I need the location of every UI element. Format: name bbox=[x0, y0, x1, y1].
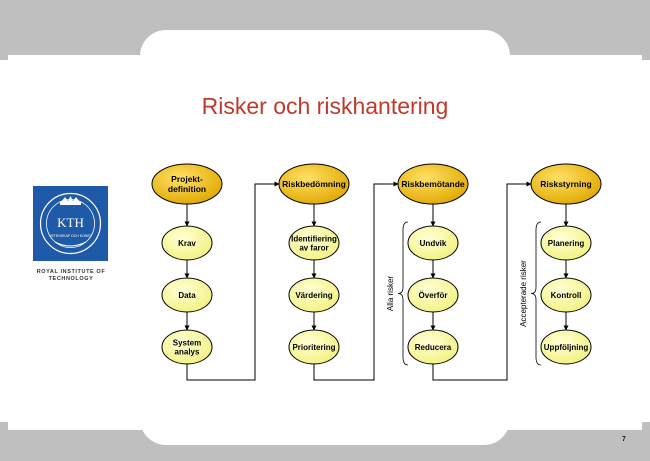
stage-header-node bbox=[151, 163, 223, 205]
group-brace bbox=[530, 221, 542, 366]
stage-item-node bbox=[540, 225, 592, 261]
stage-header-label: Riskbedömning bbox=[282, 179, 346, 189]
stage-item-label: Prioritering bbox=[292, 343, 335, 352]
stage-item-label: Identifiering bbox=[291, 235, 337, 244]
stage-item-label: Planering bbox=[548, 239, 585, 248]
stage-item-node bbox=[407, 225, 459, 261]
page-number: 7 bbox=[622, 436, 626, 443]
stage-item-label: Reducera bbox=[415, 343, 452, 352]
group-brace bbox=[397, 221, 409, 366]
stage-item-label: Uppföljning bbox=[544, 343, 589, 352]
stage-item-label: analys bbox=[175, 348, 200, 357]
stage-item-node bbox=[288, 225, 340, 261]
stage-header-label: definition bbox=[168, 184, 206, 194]
stage-item-label: Undvik bbox=[420, 239, 447, 248]
stage-connector bbox=[313, 181, 399, 381]
logo-seal-text: VETENSKAP OCH KONST bbox=[49, 234, 93, 238]
stage-item-label: Värdering bbox=[295, 291, 332, 300]
stage-item-label: av faror bbox=[299, 244, 328, 253]
group-label: Alla risker bbox=[386, 276, 395, 311]
stage-item-label: System bbox=[173, 339, 201, 348]
stage-header-label: Riskstyrning bbox=[540, 179, 592, 189]
slide-title: Risker och riskhantering bbox=[201, 93, 449, 119]
stage-item-label: Kontroll bbox=[551, 291, 582, 300]
stage-connector bbox=[186, 181, 280, 381]
stage-item-label: Överför bbox=[419, 291, 448, 300]
stage-item-node bbox=[407, 277, 459, 313]
stage-item-node bbox=[540, 277, 592, 313]
stage-header-label: Riskbemötande bbox=[401, 179, 465, 189]
stage-item-label: Data bbox=[178, 291, 196, 300]
kth-logo: KTH VETENSKAP OCH KONST bbox=[33, 186, 108, 261]
stage-item-node bbox=[540, 329, 592, 365]
stage-item-node bbox=[161, 277, 213, 313]
stage-item-node bbox=[161, 225, 213, 261]
stage-connector bbox=[432, 181, 532, 381]
stage-header-label: Projekt- bbox=[171, 174, 203, 184]
group-label: Accepterade risker bbox=[519, 260, 528, 327]
stage-item-label: Krav bbox=[178, 239, 196, 248]
kth-seal-icon: KTH VETENSKAP OCH KONST bbox=[39, 192, 102, 255]
logo-mark: KTH bbox=[57, 215, 84, 230]
logo-caption: ROYAL INSTITUTE OF TECHNOLOGY bbox=[36, 269, 106, 282]
stage-item-node bbox=[288, 277, 340, 313]
